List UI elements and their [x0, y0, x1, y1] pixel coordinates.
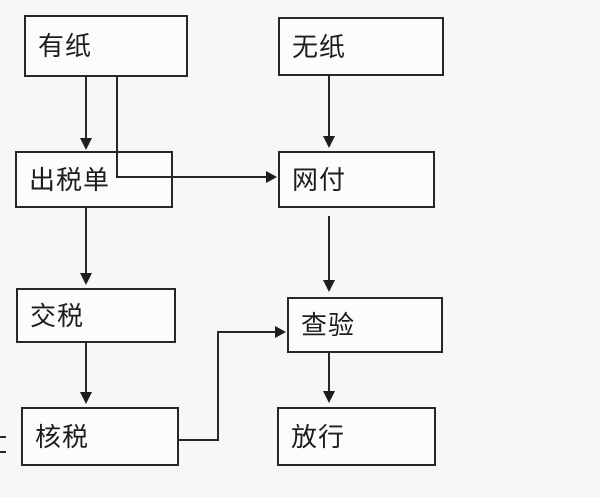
- arrowhead-down-icon: [80, 392, 92, 404]
- edge-paperless-to-online-payment: [323, 76, 335, 148]
- node-release: 放行: [277, 407, 436, 466]
- edge-online-payment-to-inspection: [323, 216, 335, 292]
- left-edge-artifact-marks: [0, 436, 6, 453]
- node-inspection: 查验: [287, 297, 443, 353]
- edge-assess-tax-to-inspection: [179, 326, 286, 441]
- arrowhead-down-icon: [323, 280, 335, 292]
- node-has-paper: 有纸: [24, 15, 188, 77]
- node-paperless: 无纸: [278, 17, 444, 76]
- arrowhead-right-icon: [275, 326, 286, 338]
- arrowhead-down-icon: [80, 138, 92, 150]
- edge-has-paper-to-issue-tax-bill: [80, 77, 92, 150]
- arrowhead-right-icon: [266, 171, 277, 183]
- edge-issue-tax-bill-to-pay-tax: [80, 208, 92, 285]
- node-assess-tax: 核税: [21, 407, 179, 466]
- edge-inspection-to-release: [323, 353, 335, 403]
- arrowhead-down-icon: [80, 273, 92, 285]
- node-online-payment: 网付: [278, 151, 435, 208]
- node-issue-tax-bill: 出税单: [15, 151, 173, 208]
- edge-pay-tax-to-assess-tax: [80, 343, 92, 404]
- arrowhead-down-icon: [323, 391, 335, 403]
- node-pay-tax: 交税: [16, 288, 176, 343]
- arrowhead-down-icon: [323, 136, 335, 148]
